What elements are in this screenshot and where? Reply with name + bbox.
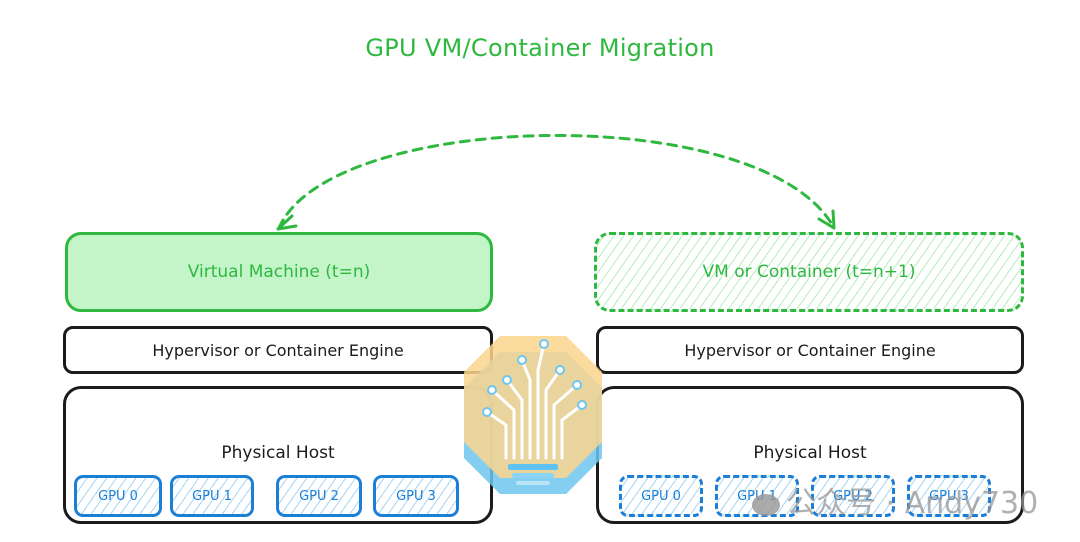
gpu-left-2: GPU 2 <box>276 475 362 517</box>
vm-right-label: VM or Container (t=n+1) <box>702 262 916 282</box>
diagram-title: GPU VM/Container Migration <box>365 34 715 62</box>
engine-left-box: Hypervisor or Container Engine <box>63 326 493 374</box>
host-left-box: Physical Host GPU 0 GPU 1 GPU 2 GPU 3 <box>63 386 493 524</box>
gpu-right-0: GPU 0 <box>619 475 703 517</box>
gpu-left-3: GPU 3 <box>373 475 459 517</box>
host-left-label: Physical Host <box>221 443 335 463</box>
gpu-left-1: GPU 1 <box>170 475 254 517</box>
vm-right-box: VM or Container (t=n+1) <box>594 232 1024 312</box>
migration-arrow-path <box>277 133 835 230</box>
host-right-box: Physical Host GPU 0 GPU 1 GPU 2 GPU 3 <box>596 386 1024 524</box>
lightbulb-circuit-logo-icon <box>464 336 602 494</box>
wechat-icon <box>752 493 780 516</box>
engine-right-label: Hypervisor or Container Engine <box>684 340 936 360</box>
watermark: 公众号 · Andy730 <box>752 478 1038 522</box>
gpu-left-0: GPU 0 <box>74 475 162 517</box>
host-right-label: Physical Host <box>753 443 867 463</box>
gpu-right-3: GPU 3 <box>907 475 991 517</box>
arrowhead-right-icon <box>817 209 836 230</box>
gpu-right-2: GPU 2 <box>811 475 895 517</box>
vm-left-box: Virtual Machine (t=n) <box>65 232 493 312</box>
engine-left-label: Hypervisor or Container Engine <box>152 340 404 360</box>
engine-right-box: Hypervisor or Container Engine <box>596 326 1024 374</box>
vm-left-label: Virtual Machine (t=n) <box>187 262 371 282</box>
watermark-text: 公众号 · Andy730 <box>786 486 1039 521</box>
arrowhead-left-icon <box>276 214 298 231</box>
